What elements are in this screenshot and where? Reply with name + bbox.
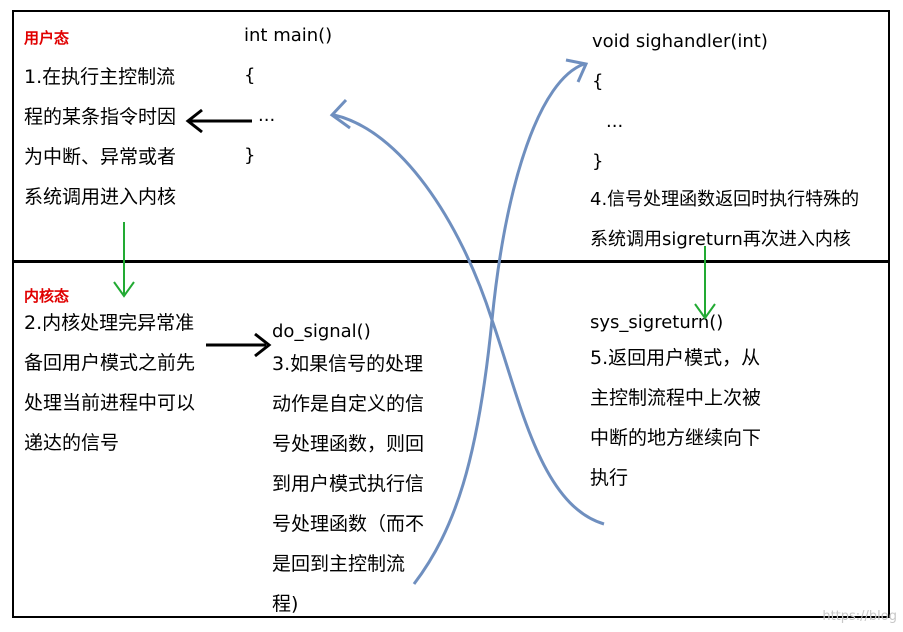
do-signal-title: do_signal() [272,321,371,342]
step5-text: 5.返回用户模式，从 主控制流程中上次被 中断的地方继续向下 执行 [590,347,762,489]
user-kernel-divider [12,260,890,263]
step2-text: 2.内核处理完异常准 备回用户模式之前先 处理当前进程中可以 递达的信号 [24,312,196,454]
blue-curve-to-sighandler [412,58,589,585]
arrow-to-step1 [185,108,252,134]
step3-text: 3.如果信号的处理 动作是自定义的信 号处理函数，则回 到用户模式执行信 号处理… [272,353,425,615]
step4-text: 4.信号处理函数返回时执行特殊的 系统调用sigreturn再次进入内核 [590,189,860,250]
kernel-mode-label: 内核态 [24,287,70,305]
sighandler-code: void sighandler(int) { ... } [592,31,768,172]
main-code: int main() { ... } [244,25,333,166]
blue-curve-to-main [329,98,605,526]
arrow-to-do-signal [206,332,272,358]
step1-text: 1.在执行主控制流 程的某条指令时因 为中断、异常或者 系统调用进入内核 [24,66,177,208]
green-arrow-down-left [113,222,135,298]
diagram-frame [12,10,890,618]
green-arrow-down-right [694,246,716,320]
sys-sigreturn-title: sys_sigreturn() [590,312,724,333]
watermark: https://blog [822,609,897,624]
user-mode-label: 用户态 [24,29,70,47]
